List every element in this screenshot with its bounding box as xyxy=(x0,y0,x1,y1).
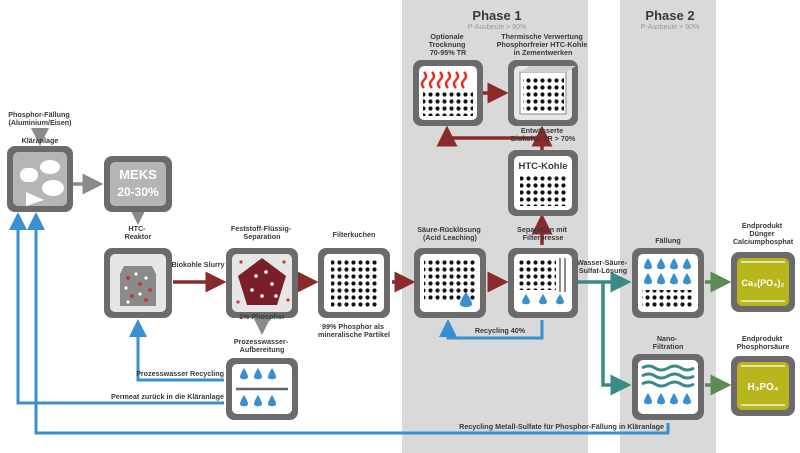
label-permeat: Permeat zurück in die Kläranlage xyxy=(111,392,224,401)
thermische-verwertung-box xyxy=(508,60,578,126)
phase-1-subtitle: P-Ausbeute > 90% xyxy=(468,24,527,31)
label-klaeranlage: Kläranlage xyxy=(22,136,59,145)
label-separation-filterpresse: Separation mit Filterpresse xyxy=(517,225,569,242)
label-phosphor-99: 99% Phosphor als mineralische Partikel xyxy=(318,322,390,339)
klaeranlage-box xyxy=(7,146,73,212)
optionale-trocknung-box xyxy=(413,60,483,126)
meks-percent: 20-30% xyxy=(117,185,159,199)
meks-box: MEKS 20-30% xyxy=(104,156,172,212)
label-thermische-verwertung: Thermische Verwertung Phosphorfreier HTC… xyxy=(497,32,590,57)
filterkuchen-box xyxy=(318,248,390,318)
phase-2-subtitle: P-Ausbeute > 90% xyxy=(641,24,700,31)
label-prozesswasser-aufbereitung: Prozesswasser- Aufbereitung xyxy=(234,337,290,354)
arrow-recycling-40 xyxy=(439,319,544,340)
label-prozesswasser-recycling: Prozesswasser Recycling xyxy=(136,369,224,378)
arrow-recycling-metall xyxy=(27,212,670,435)
arrow-permeat xyxy=(8,212,224,405)
arrow-prozesswasser-recycling xyxy=(129,319,224,382)
nano-filtration-box xyxy=(632,354,704,420)
faellung-box xyxy=(632,248,704,318)
ca3po4-formula: Ca₃(PO₄)₂ xyxy=(742,278,785,288)
label-phosphor-pct: 1% Phosphor xyxy=(239,312,285,321)
label-recycling-40: Recycling 40% xyxy=(475,326,526,335)
htc-reaktor-box xyxy=(104,248,172,318)
htc-kohle-box: HTC-Kohle xyxy=(508,150,578,216)
saeure-rueckloesung-box xyxy=(414,248,486,318)
arrow-entwaessert-trocknung xyxy=(436,125,542,147)
label-nano-filtration: Nano- Filtration xyxy=(653,334,684,351)
arrow-to-nanofiltration xyxy=(601,282,632,396)
label-endprodukt-saeure: Endprodukt Phosphorsäure xyxy=(737,334,790,351)
phase-2-title: Phase 2 xyxy=(645,8,694,23)
label-optionale-trocknung: Optionale Trocknung 70-95% TR xyxy=(429,32,468,57)
label-biokohle-slurry: Biokohle Slurry xyxy=(171,260,224,269)
label-endprodukt-duenger: Endprodukt Dünger Calciumphosphat xyxy=(733,221,794,246)
label-htc-reaktor: HTC- Reaktor xyxy=(125,224,152,241)
label-phosphor-faellung: Phosphor-Fällung (Aluminium/Eisen) xyxy=(8,110,72,127)
prozesswasser-aufbereitung-box xyxy=(226,358,298,420)
label-faellung: Fällung xyxy=(655,236,681,245)
product-duenger-box: Ca₃(PO₄)₂ xyxy=(731,252,795,312)
label-fest-fluessig: Feststoff-Flüssig- Separation xyxy=(231,224,293,241)
label-entwaesserte: Entwässerte Biokohle TR > 70% xyxy=(511,126,576,143)
meks-label: MEKS xyxy=(119,167,157,182)
label-wasser-saeure: Wasser-Säure- Sulfat-Lösung xyxy=(577,258,629,275)
label-filterkuchen: Filterkuchen xyxy=(333,230,376,239)
label-recycling-metall: Recycling Metall-Sulfate für Phosphor-Fä… xyxy=(459,422,664,431)
separation-filterpresse-box xyxy=(508,248,578,318)
h3po4-formula: H₃PO₄ xyxy=(747,382,778,393)
label-saeure-rueckloesung: Säure-Rücklösung (Acid Leaching) xyxy=(417,225,483,242)
phase-1-title: Phase 1 xyxy=(472,8,521,23)
product-saeure-box: H₃PO₄ xyxy=(731,356,795,416)
fest-fluessig-box xyxy=(226,248,298,318)
htc-kohle-label: HTC-Kohle xyxy=(518,161,567,172)
